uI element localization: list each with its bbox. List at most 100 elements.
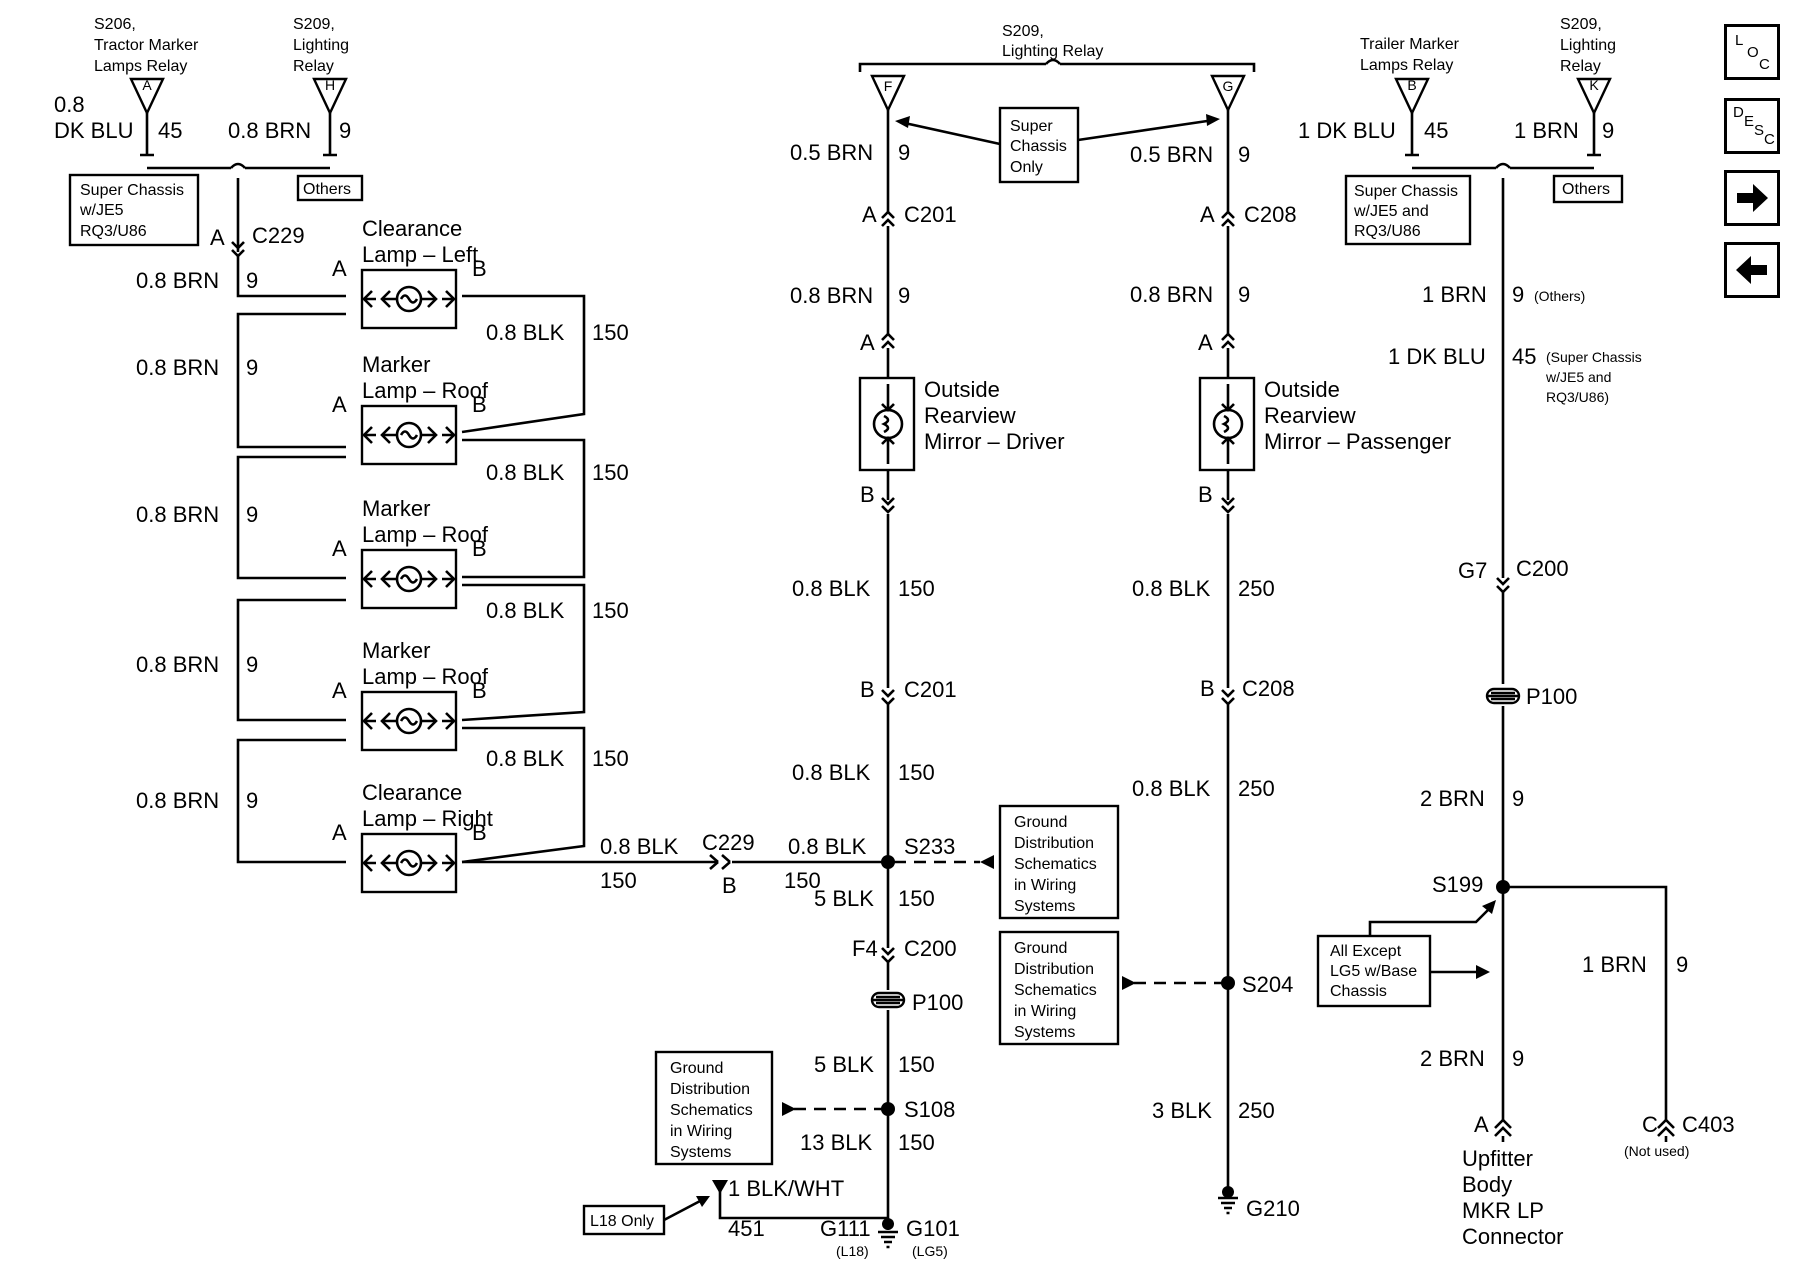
next-page-button[interactable]	[1724, 170, 1780, 226]
connector-name: P100	[912, 990, 963, 1015]
connector-name: C229	[702, 830, 755, 855]
wire-color: 1 BRN	[1422, 282, 1487, 307]
connector-pin: G7	[1458, 558, 1487, 583]
circuit-number: 150	[592, 460, 629, 485]
ground-distribution-ref[interactable]: Ground Distribution Schematics in Wiring…	[998, 930, 1120, 1046]
wire-color: 3 BLK	[1152, 1098, 1212, 1123]
lamp-label: Lamp – Left	[362, 242, 478, 267]
pin-label: B	[472, 392, 487, 417]
wire-color: 5 BLK	[814, 1052, 874, 1077]
wire-color: 5 BLK	[814, 886, 874, 911]
ground-icon	[876, 1230, 900, 1249]
wire-color: 0.8 BRN	[228, 118, 311, 143]
ground-note: (L18)	[836, 1243, 869, 1259]
s206-label: Tractor Marker	[94, 37, 199, 54]
pin-label: B	[472, 678, 487, 703]
ground-name: G210	[1246, 1196, 1300, 1221]
connector-pin: B	[860, 677, 875, 702]
circuit-number: 9	[246, 652, 258, 677]
connector-icon	[880, 496, 896, 514]
option-box	[1316, 934, 1432, 1008]
connector-name: C403	[1682, 1112, 1735, 1137]
pin-label: A	[332, 536, 347, 561]
previous-page-button[interactable]	[1724, 242, 1780, 298]
wire-color: 0.8 BLK	[486, 746, 565, 771]
pin-label: A	[332, 820, 347, 845]
ref-label: Ground	[1014, 814, 1067, 831]
ground-distribution-ref[interactable]: Ground Distribution Schematics in Wiring…	[998, 804, 1120, 920]
circuit-number: 150	[592, 598, 629, 623]
connector-name: C208	[1244, 202, 1297, 227]
connector-pin: A	[862, 202, 877, 227]
wire-color: 0.8	[54, 92, 85, 117]
splice-icon	[1221, 976, 1235, 990]
splice-icon	[881, 1102, 895, 1116]
circuit-number: 9	[1238, 282, 1250, 307]
ground-note: (LG5)	[912, 1243, 948, 1259]
ground-name: G111	[820, 1216, 871, 1241]
s209-label: Relay	[1560, 58, 1601, 75]
pin-label: B	[472, 536, 487, 561]
ref-label: Ground	[670, 1060, 723, 1077]
s209-label: S209,	[1002, 23, 1044, 40]
description-button[interactable]: D E S C	[1724, 98, 1780, 154]
wire-color: 1 BRN	[1514, 118, 1579, 143]
desc-letter: S	[1754, 122, 1765, 139]
circuit-number: 250	[1238, 576, 1275, 601]
option-label: w/JE5 and	[1353, 203, 1429, 220]
connector-pin: A	[210, 225, 225, 250]
s206-label: S206,	[94, 16, 136, 33]
circuit-number: 150	[592, 320, 629, 345]
option-label: Super Chassis	[1354, 183, 1458, 200]
wire-color: 0.8 BLK	[486, 598, 565, 623]
inline-connector-icon	[1485, 687, 1521, 705]
wire-color: 0.8 BLK	[1132, 776, 1211, 801]
ground-name: G101	[906, 1216, 960, 1241]
option-label: Others	[303, 181, 351, 198]
connector-icon	[1220, 496, 1236, 514]
ground-distribution-ref[interactable]: Ground Distribution Schematics in Wiring…	[654, 1050, 774, 1166]
lamp-label: Marker	[362, 638, 430, 663]
pin-label: B	[472, 820, 487, 845]
component-name: Rearview	[1264, 403, 1356, 428]
s209-label: S209,	[1560, 16, 1602, 33]
connector-icon	[880, 210, 896, 228]
circuit-number: 9	[1512, 786, 1524, 811]
component-name: Outside	[1264, 377, 1340, 402]
arrow-right-icon	[1737, 184, 1768, 212]
pin-label: B	[1407, 77, 1416, 93]
arrow-left-icon	[1736, 256, 1767, 284]
wire-color: 0.8 BLK	[486, 320, 565, 345]
wire-color: 0.8 BRN	[1130, 282, 1213, 307]
splice-name: S199	[1432, 872, 1483, 897]
circuit-number: 9	[1602, 118, 1614, 143]
left-section: S206, Tractor Marker Lamps Relay A S209,…	[54, 16, 884, 898]
circuit-number: 150	[898, 1130, 935, 1155]
connector-pin: A	[1474, 1112, 1489, 1137]
connector-label: Upfitter	[1462, 1146, 1533, 1171]
connector-pin: B	[1198, 482, 1213, 507]
connector-icon	[1220, 688, 1236, 706]
connector-note: (Not used)	[1624, 1143, 1689, 1159]
pin-label: A	[332, 392, 347, 417]
ref-label: Ground	[1014, 940, 1067, 957]
splice-name: S108	[904, 1097, 955, 1122]
wire-color: 0.5 BRN	[790, 140, 873, 165]
relay-label: Trailer Marker	[1360, 36, 1460, 53]
circuit-number: 9	[898, 140, 910, 165]
circuit-number: 9	[246, 502, 258, 527]
option-label: Others	[1562, 181, 1610, 198]
wire-color: 2 BRN	[1420, 786, 1485, 811]
circuit-number: 45	[158, 118, 182, 143]
option-label: All Except	[1330, 943, 1402, 960]
s209-label: S209,	[293, 16, 335, 33]
wire-color: 0.8 BRN	[790, 283, 873, 308]
s206-label: Lamps Relay	[94, 58, 187, 75]
lamp-label: Lamp – Roof	[362, 378, 489, 403]
location-button[interactable]: L O C	[1724, 24, 1780, 80]
circuit-number: 150	[898, 760, 935, 785]
